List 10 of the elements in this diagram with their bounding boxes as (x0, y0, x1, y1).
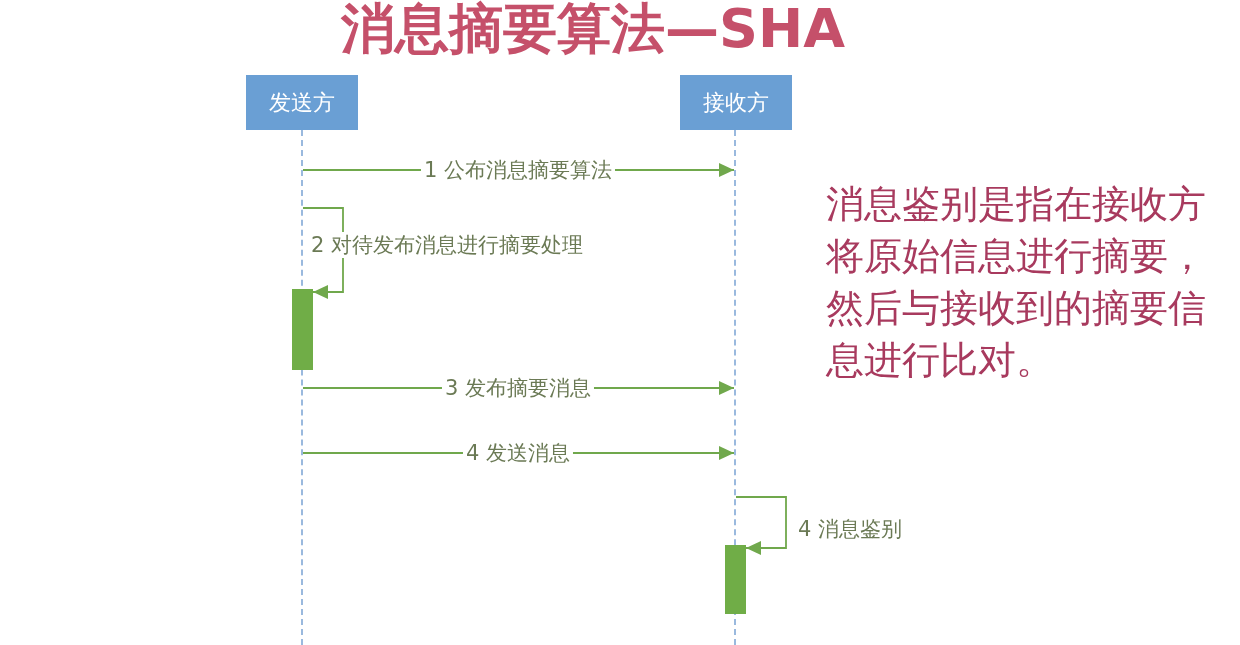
self-message-arrow (735, 496, 787, 555)
activation-bar (292, 289, 313, 370)
message-label: 4 发送消息 (463, 440, 573, 466)
message-label: 1 公布消息摘要算法 (421, 157, 615, 183)
activation-bar (725, 545, 746, 614)
participant-box: 接收方 (680, 75, 792, 130)
note-text: 消息鉴别是指在接收方将原始信息进行摘要，然后与接收到的摘要信息进行比对。 (826, 181, 1207, 384)
participant-box: 发送方 (246, 75, 358, 130)
title: 消息摘要算法—SHA (341, 0, 845, 60)
message-label: 3 发布摘要消息 (442, 375, 594, 401)
